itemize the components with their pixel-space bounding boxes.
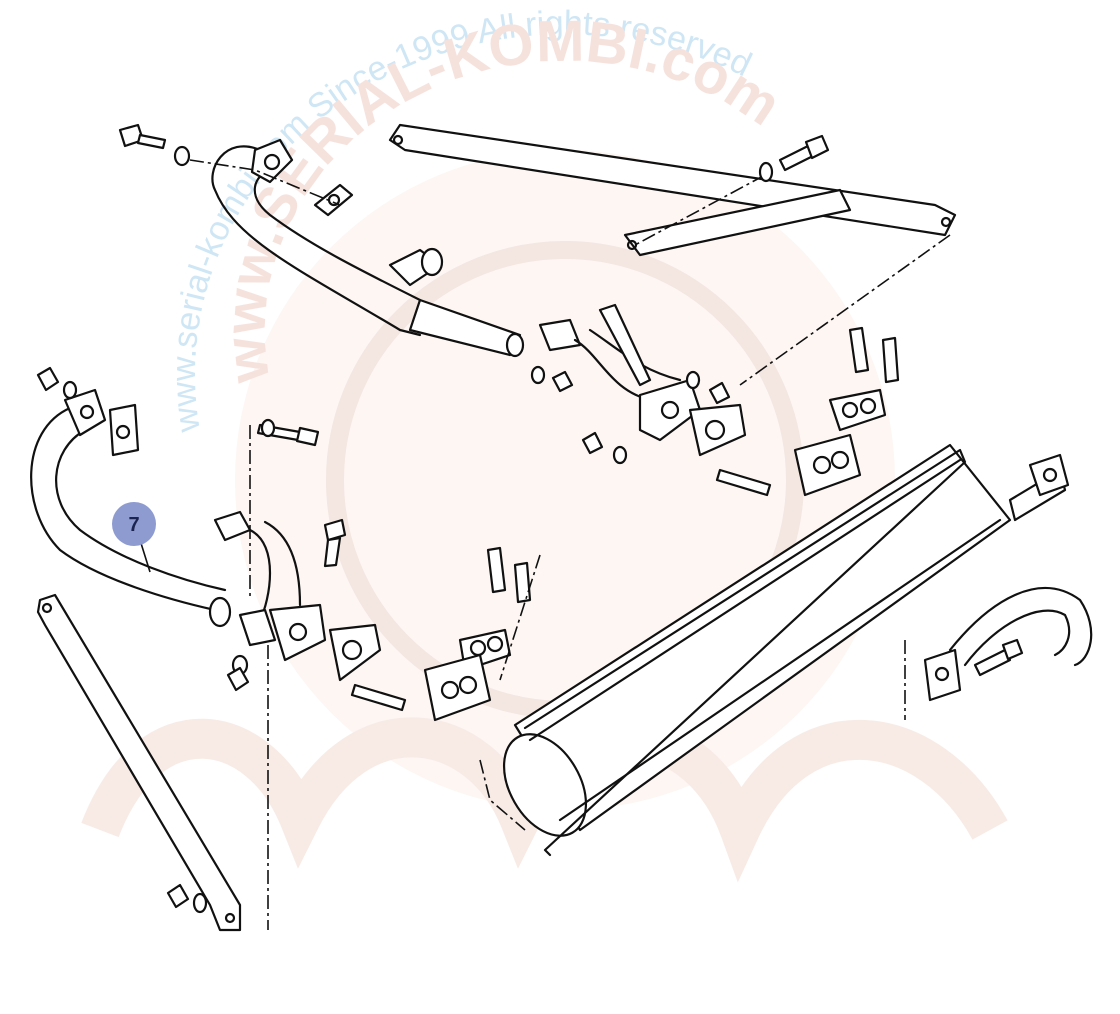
callout-7[interactable]: 7 [112, 502, 156, 573]
watermark: www.serial-kombi.com Since-1999 All righ… [81, 4, 1008, 883]
upper-flange-group [530, 303, 900, 497]
upper-bolt [758, 134, 830, 183]
lower-strap [36, 593, 269, 932]
callout-leader [139, 539, 151, 573]
tail-pipe [30, 366, 232, 628]
callout-label: 7 [128, 514, 139, 536]
right-tail-pipe [904, 586, 1093, 720]
callout-badge[interactable] [112, 502, 156, 546]
upper-heater-pipe [118, 123, 525, 358]
upper-strap [388, 123, 957, 386]
muffler [479, 443, 1070, 857]
lower-flange-group [213, 418, 541, 722]
watermark-lotus [81, 717, 1008, 883]
